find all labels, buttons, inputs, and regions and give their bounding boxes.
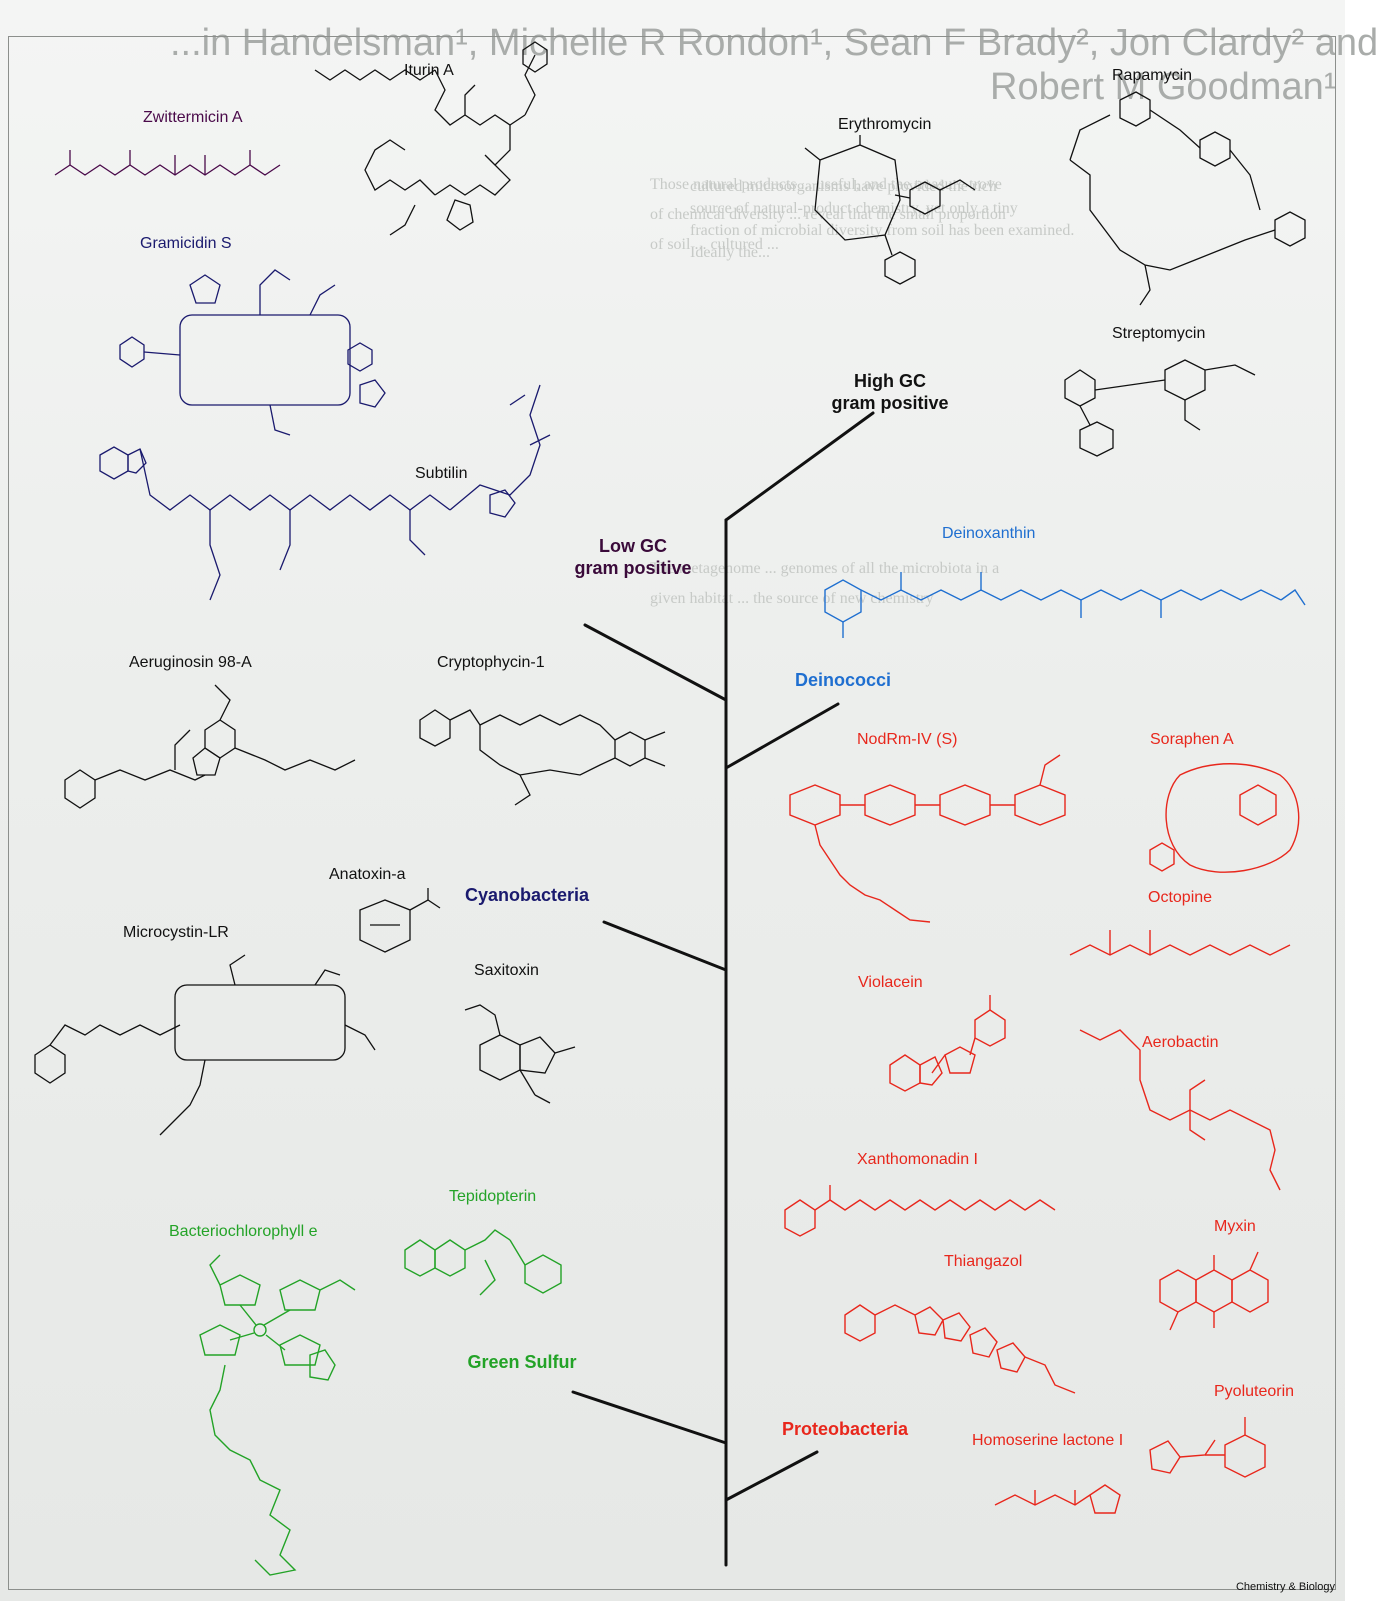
label-iturin-a: Iturin A: [404, 62, 454, 79]
label-tepidopterin: Tepidopterin: [449, 1188, 537, 1205]
branch-high-gc: [724, 411, 875, 522]
group-label-low-gc-line1: Low GC: [599, 536, 667, 556]
branch-proteobacteria: [724, 1450, 819, 1502]
branch-green-sulfur: [571, 1390, 728, 1445]
label-aerobactin: Aerobactin: [1142, 1034, 1219, 1051]
label-streptomycin: Streptomycin: [1112, 325, 1206, 342]
label-xanthomonadin: Xanthomonadin I: [857, 1151, 978, 1168]
structure-iturin-a: [295, 30, 555, 260]
structure-homoserine: [985, 1455, 1135, 1525]
phylogenetic-tree: [571, 411, 875, 1567]
group-label-high-gc: High GC gram positive: [820, 370, 960, 414]
label-cryptophycin: Cryptophycin-1: [437, 654, 545, 671]
label-rapamycin: Rapamycin: [1112, 67, 1193, 84]
group-label-proteobacteria: Proteobacteria: [781, 1419, 909, 1439]
structure-nodrm: [770, 754, 1110, 930]
structure-thiangazol: [835, 1275, 1135, 1415]
group-label-low-gc-line2: gram positive: [574, 558, 692, 578]
label-nodrm: NodRm-IV (S): [857, 731, 958, 748]
structure-myxin: [1140, 1240, 1320, 1360]
structure-bacteriochlorophyll: [160, 1245, 390, 1590]
structure-aerobactin: [1060, 1010, 1320, 1210]
structure-zwittermicin-a: [25, 135, 305, 195]
journal-credit: Chemistry & Biology: [1235, 1581, 1335, 1593]
structure-rapamycin: [1050, 80, 1320, 320]
structure-aeruginosin: [25, 684, 370, 840]
structure-octopine: [1050, 915, 1320, 975]
label-microcystin: Microcystin-LR: [123, 924, 229, 941]
structure-deinoxanthin: [795, 550, 1320, 650]
structure-gramicidin-s: [110, 255, 400, 440]
label-octopine: Octopine: [1148, 889, 1213, 906]
label-thiangazol: Thiangazol: [944, 1253, 1023, 1270]
structure-violacein: [870, 995, 1020, 1115]
structure-erythromycin: [800, 135, 1000, 320]
label-zwittermicin-a: Zwittermicin A: [143, 109, 243, 126]
group-label-high-gc-line2: gram positive: [831, 393, 949, 413]
label-pyoluteorin: Pyoluteorin: [1214, 1383, 1295, 1400]
branch-low-gc: [583, 623, 728, 702]
structure-cryptophycin: [400, 680, 700, 810]
branch-cyanobacteria: [602, 920, 728, 972]
label-myxin: Myxin: [1214, 1218, 1256, 1235]
group-label-low-gc: Low GC gram positive: [568, 535, 698, 579]
structure-subtilin: [80, 345, 560, 620]
structure-microcystin: [25, 954, 385, 1155]
label-saxitoxin: Saxitoxin: [474, 962, 539, 979]
structure-streptomycin: [1035, 350, 1295, 480]
group-label-green-sulfur: Green Sulfur: [467, 1352, 577, 1372]
branch-deinococci: [724, 702, 840, 770]
group-label-deinococci: Deinococci: [794, 670, 892, 690]
label-deinoxanthin: Deinoxanthin: [942, 525, 1036, 542]
label-subtilin: Subtilin: [415, 465, 468, 482]
label-gramicidin-s: Gramicidin S: [140, 235, 232, 252]
structure-anatoxin: [340, 888, 450, 970]
label-violacein: Violacein: [858, 974, 923, 991]
structure-xanthomonadin: [770, 1175, 1090, 1265]
structure-saxitoxin: [440, 985, 590, 1125]
label-anatoxin: Anatoxin-a: [329, 866, 406, 883]
structure-pyoluteorin: [1130, 1405, 1320, 1515]
group-label-cyanobacteria: Cyanobacteria: [464, 885, 590, 905]
structure-soraphen: [1140, 755, 1320, 895]
structure-tepidopterin: [385, 1210, 605, 1320]
label-soraphen: Soraphen A: [1150, 731, 1234, 748]
label-homoserine: Homoserine lactone I: [972, 1432, 1124, 1449]
label-aeruginosin: Aeruginosin 98-A: [129, 654, 252, 671]
label-erythromycin: Erythromycin: [838, 116, 932, 133]
group-label-high-gc-line1: High GC: [854, 371, 926, 391]
label-bacteriochlorophyll: Bacteriochlorophyll e: [169, 1223, 318, 1240]
